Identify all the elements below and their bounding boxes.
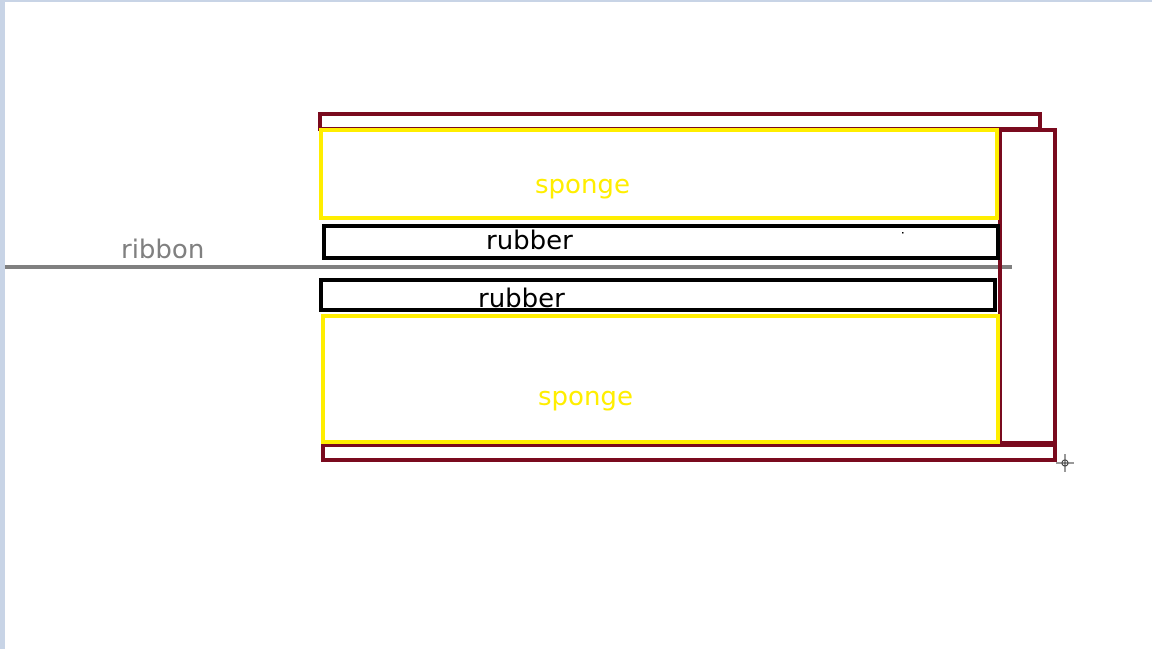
label-rubber-top: rubber [486,226,573,256]
stray-dot [902,232,904,234]
frame-bottom-strip [321,443,1057,462]
crosshair-cursor-icon [1056,454,1074,472]
label-rubber-bottom: rubber [478,284,565,314]
frame-top-strip [318,112,1042,131]
window-left-edge [0,2,5,649]
sponge-top-box [319,128,999,220]
label-sponge-bottom: sponge [538,382,633,412]
label-sponge-top: sponge [535,170,630,200]
label-ribbon: ribbon [121,235,204,265]
rubber-top-box [322,224,1000,260]
frame-right-bar [998,128,1057,445]
rubber-bottom-box [319,278,997,312]
sponge-bottom-box [321,314,1000,444]
